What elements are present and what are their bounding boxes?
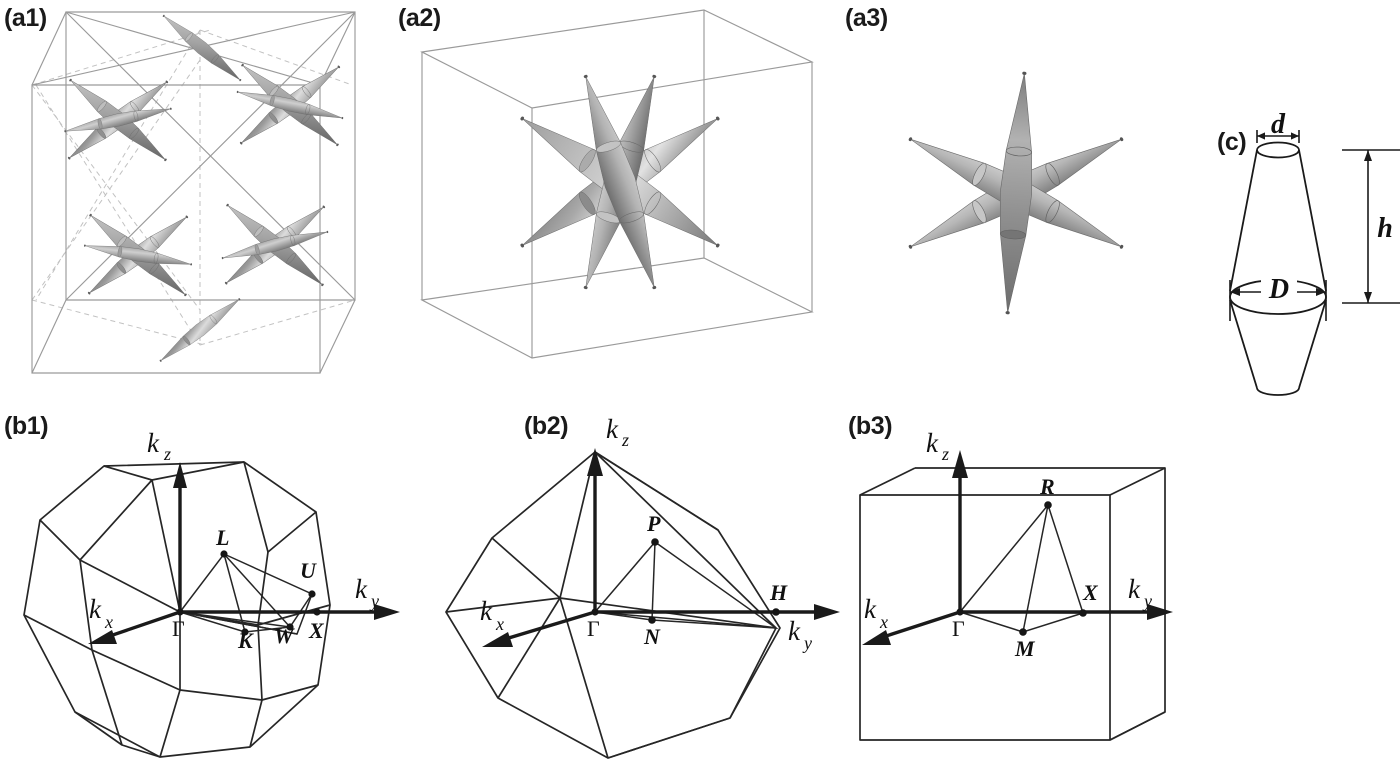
b1-ky-label: k bbox=[355, 574, 368, 604]
b2-point-H bbox=[772, 608, 780, 616]
a1-render bbox=[31, 10, 356, 374]
b3-kz-label: k bbox=[926, 428, 939, 458]
b3-label-R: R bbox=[1039, 474, 1055, 499]
panel-label-a2: (a2) bbox=[398, 4, 441, 32]
panel-a3: (a3) bbox=[840, 0, 1190, 395]
b1-axes bbox=[88, 462, 400, 644]
panel-label-c: (c) bbox=[1217, 128, 1247, 156]
b1-label-W: W bbox=[274, 623, 295, 648]
b2-label-H: H bbox=[769, 580, 788, 605]
b1-point-K bbox=[241, 628, 249, 636]
b1-zone-outline bbox=[23, 461, 331, 758]
c-label-D: D bbox=[1268, 274, 1289, 305]
panel-b1: (b1) bbox=[0, 400, 440, 770]
b2-kz-label: k bbox=[606, 414, 619, 444]
b1-ky-sub: y bbox=[369, 591, 379, 611]
b2-zone-outline bbox=[445, 451, 781, 759]
b3-axes bbox=[862, 450, 1173, 645]
c-dim-d: d bbox=[1256, 109, 1300, 143]
b2-ky-sub: y bbox=[802, 633, 812, 653]
a2-render bbox=[420, 9, 814, 359]
b3-ky-label: k bbox=[1128, 574, 1141, 604]
b3-zone-outline bbox=[859, 467, 1166, 741]
panel-label-b2: (b2) bbox=[524, 412, 569, 440]
panel-a2: (a2) bbox=[392, 0, 822, 395]
b3-label-gamma: Γ bbox=[952, 616, 965, 641]
b1-label-X: X bbox=[308, 618, 325, 643]
c-label-h: h bbox=[1377, 213, 1393, 244]
b2-point-gamma bbox=[591, 608, 599, 616]
panel-label-b3: (b3) bbox=[848, 412, 893, 440]
b3-point-X bbox=[1079, 609, 1087, 617]
b3-point-M bbox=[1019, 628, 1027, 636]
panel-label-a1: (a1) bbox=[4, 4, 47, 32]
a2-cell-wireframe bbox=[420, 9, 814, 359]
a1-cell-diagonals bbox=[31, 29, 356, 346]
b1-kx-sub: x bbox=[104, 612, 113, 632]
b2-label-P: P bbox=[646, 511, 661, 536]
b3-point-gamma bbox=[956, 608, 964, 616]
b3-point-R bbox=[1044, 501, 1052, 509]
b2-kx-sub: x bbox=[495, 614, 504, 634]
b1-symmetry-path bbox=[178, 553, 313, 635]
b2-symmetry-points: Γ P N H bbox=[587, 511, 788, 649]
c-bicone-outline bbox=[1229, 141, 1327, 396]
b2-brillouin-zone: k z k y k x Γ P N H bbox=[445, 414, 840, 759]
a1-cell-wireframe bbox=[31, 11, 356, 374]
b2-label-N: N bbox=[643, 624, 661, 649]
b2-point-N bbox=[648, 616, 656, 624]
b2-axes bbox=[482, 448, 840, 647]
b3-symmetry-points: Γ R X M bbox=[952, 474, 1099, 661]
panel-c: (c) d bbox=[1195, 109, 1400, 400]
b3-brillouin-zone: k z k y k x Γ R X M bbox=[859, 428, 1173, 741]
b3-label-X: X bbox=[1082, 580, 1099, 605]
b3-ky-sub: y bbox=[1142, 591, 1152, 611]
b1-label-gamma: Γ bbox=[172, 616, 185, 641]
a3-render bbox=[901, 70, 1131, 316]
b1-kz-label: k bbox=[147, 428, 160, 458]
b1-label-U: U bbox=[300, 558, 317, 583]
a3-bicone-group bbox=[901, 70, 1131, 316]
b2-kz-sub: z bbox=[621, 430, 629, 450]
b1-kz-sub: z bbox=[163, 444, 171, 464]
b2-ky-label: k bbox=[788, 616, 801, 646]
b3-kz-sub: z bbox=[941, 444, 949, 464]
b1-point-X bbox=[313, 608, 321, 616]
panel-b2: (b2) bbox=[440, 400, 860, 770]
panel-b3: (b3) bbox=[840, 400, 1240, 770]
b2-point-P bbox=[651, 538, 659, 546]
b1-point-W bbox=[286, 623, 294, 631]
panel-a1: (a1) bbox=[0, 0, 390, 395]
b3-kx-label: k bbox=[864, 594, 877, 624]
c-dim-D: D bbox=[1229, 274, 1327, 321]
b3-label-M: M bbox=[1014, 636, 1036, 661]
b2-kx-label: k bbox=[480, 596, 493, 626]
b1-axis-labels: k z k y k x bbox=[89, 428, 379, 632]
b2-axis-labels: k z k y k x bbox=[480, 414, 812, 653]
b1-label-K: K bbox=[237, 628, 254, 653]
panel-label-b1: (b1) bbox=[4, 412, 49, 440]
b1-brillouin-zone: k z k y k x Γ L U X W K bbox=[23, 428, 400, 758]
b1-kx-label: k bbox=[89, 594, 102, 624]
b2-label-gamma: Γ bbox=[587, 616, 600, 641]
panel-label-a3: (a3) bbox=[845, 4, 888, 32]
b3-axis-labels: k z k y k x bbox=[864, 428, 1152, 632]
a2-bicone-group bbox=[511, 69, 729, 295]
c-dimension-diagram: d D h bbox=[1229, 109, 1400, 396]
c-label-d: d bbox=[1271, 109, 1286, 140]
c-dim-h: h bbox=[1342, 149, 1400, 304]
b1-point-L bbox=[220, 550, 228, 558]
b1-symmetry-points: Γ L U X W K bbox=[172, 525, 325, 653]
b1-label-L: L bbox=[215, 525, 229, 550]
b1-point-U bbox=[308, 590, 316, 598]
b3-kx-sub: x bbox=[879, 612, 888, 632]
b1-point-gamma bbox=[176, 608, 184, 616]
